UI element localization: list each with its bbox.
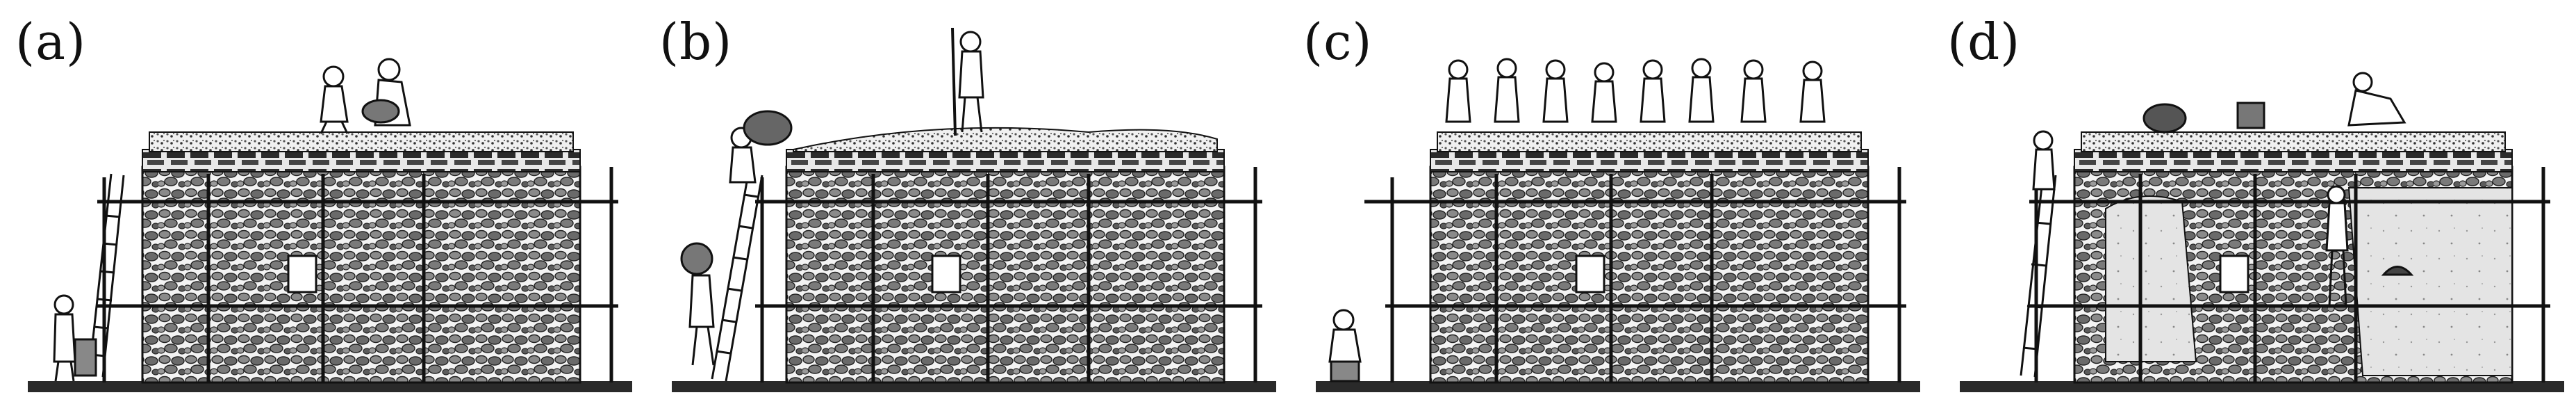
panel-d: (d): [1932, 0, 2576, 411]
scaffold-pole-icon: [1364, 167, 1906, 382]
ladder-icon: [2020, 173, 2057, 378]
panel-c: (c): [1288, 0, 1932, 411]
scaffold-pole-icon: [97, 167, 618, 382]
panel-b: (b): [644, 0, 1288, 411]
ladder-icon: [711, 173, 763, 382]
worker-figure-icon: [1328, 58, 1826, 382]
panel-label: (b): [659, 13, 733, 71]
window-icon: [931, 255, 961, 293]
construction-scene-b: [672, 27, 1276, 392]
worker-figure-icon: [320, 58, 411, 134]
worker-figure-icon: [2032, 72, 2414, 307]
panel-label: (d): [1947, 13, 2021, 71]
worker-figure-icon: [680, 27, 984, 366]
panel-a: (a): [0, 0, 644, 411]
basket-icon: [74, 338, 97, 377]
stone-wall-texture: [785, 166, 1225, 384]
panel-label: (c): [1303, 13, 1373, 71]
scaffold-pole-icon: [755, 167, 1262, 382]
window-icon: [1575, 255, 1605, 293]
ground-strip: [28, 381, 632, 392]
construction-scene-a: [28, 58, 632, 392]
panel-label: (a): [15, 13, 87, 71]
window-icon: [287, 255, 317, 293]
construction-scene-c: [1316, 58, 1920, 392]
construction-scene-d: [1960, 72, 2564, 392]
window-icon: [2219, 255, 2249, 293]
scaffold-pole-icon: [2029, 167, 2550, 382]
basket-icon: [2236, 102, 2265, 129]
